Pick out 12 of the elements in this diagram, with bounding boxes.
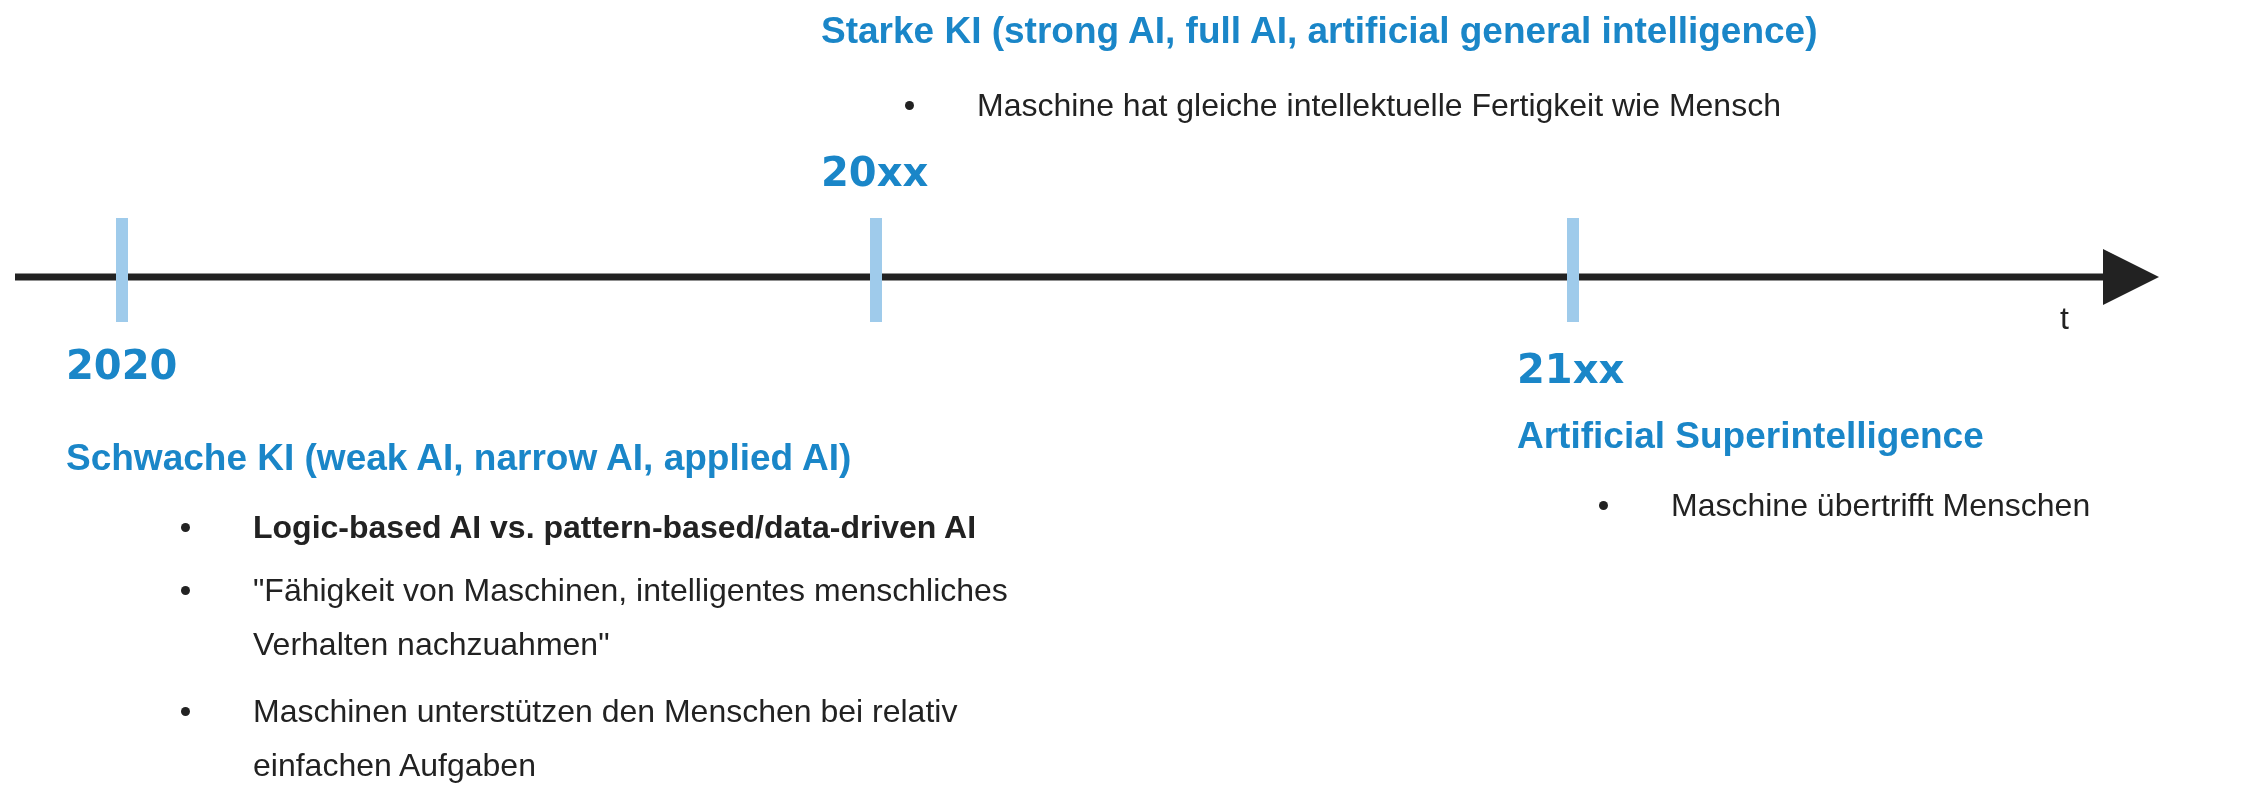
bullet-text: Maschinen unterstützen den Menschen bei relativ einfachen Aufgaben: [253, 692, 959, 785]
year-label: 20xx: [821, 149, 929, 195]
bullet-text: Maschine übertrifft Menschen: [1671, 486, 2091, 525]
year-label: 21xx: [1517, 346, 1625, 392]
year-label: 2020: [66, 342, 178, 388]
era-heading: Starke KI (strong AI, full AI, artificial general intelligence): [821, 9, 1818, 53]
era-heading: Artificial Superintelligence: [1517, 414, 1984, 458]
bullet-text: Logic-based AI vs. pattern-based/data-driven AI: [253, 508, 977, 547]
era-heading: Schwache KI (weak AI, narrow AI, applied AI): [66, 436, 852, 480]
axis-label: t: [2060, 299, 2069, 337]
bullet-text: "Fähigkeit von Maschinen, intelligentes menschliches Verhalten nachzuahmen": [253, 571, 1009, 664]
bullet-text: Maschine hat gleiche intellektuelle Fertigkeit wie Mensch: [977, 86, 1781, 125]
